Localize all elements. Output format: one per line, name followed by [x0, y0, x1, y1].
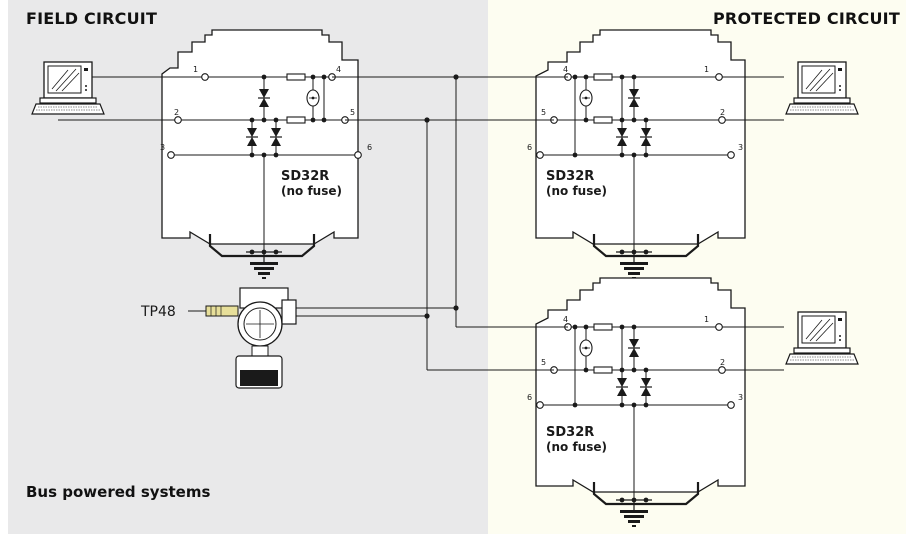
gas-discharge-tube-icon — [579, 339, 593, 357]
protected-top-sd32r-unit: 4 5 6 1 2 3 SD32R (no fuse) — [527, 29, 784, 280]
resistor-icon — [286, 116, 306, 124]
resistor-icon — [593, 116, 613, 124]
protected-bottom-sd32r-unit: 4 5 6 1 2 3 SD32R (no fuse) — [527, 277, 784, 528]
pin-label: 5 — [541, 358, 546, 367]
device-model: SD32R — [546, 425, 594, 440]
pin-label: 2 — [720, 358, 725, 367]
bus-wiring — [296, 76, 568, 371]
pin-label: 3 — [738, 143, 743, 152]
device-note: (no fuse) — [546, 184, 607, 198]
gas-discharge-tube-icon — [306, 89, 320, 107]
pin-label: 4 — [336, 65, 341, 74]
field-circuit-header: FIELD CIRCUIT — [26, 9, 158, 28]
pin-label: 1 — [193, 65, 198, 74]
resistor-icon — [593, 366, 613, 374]
resistor-icon — [593, 73, 613, 81]
resistor-icon — [286, 73, 306, 81]
pin-label: 3 — [738, 393, 743, 402]
pin-label: 4 — [563, 65, 568, 74]
device-model: SD32R — [281, 169, 329, 184]
pin-label: 5 — [541, 108, 546, 117]
transmitter-label: TP48 — [140, 304, 176, 320]
pin-label: 4 — [563, 315, 568, 324]
pin-label: 5 — [350, 108, 355, 117]
pin-label: 3 — [160, 143, 165, 152]
pin-label: 6 — [367, 143, 372, 152]
device-note: (no fuse) — [281, 184, 342, 198]
pin-label: 6 — [527, 143, 532, 152]
device-note: (no fuse) — [546, 440, 607, 454]
transmitter-icon — [205, 287, 297, 389]
pin-label: 6 — [527, 393, 532, 402]
protected-circuit-header: PROTECTED CIRCUIT — [713, 9, 900, 28]
gas-discharge-tube-icon — [579, 89, 593, 107]
pin-label: 2 — [720, 108, 725, 117]
pin-label: 1 — [704, 315, 709, 324]
pin-label: 1 — [704, 65, 709, 74]
footer-caption: Bus powered systems — [26, 483, 211, 501]
resistor-icon — [593, 323, 613, 331]
pin-label: 2 — [174, 108, 179, 117]
device-model: SD32R — [546, 169, 594, 184]
field-sd32r-unit: 1 2 3 4 5 6 SD32R (no fuse) — [58, 29, 372, 280]
